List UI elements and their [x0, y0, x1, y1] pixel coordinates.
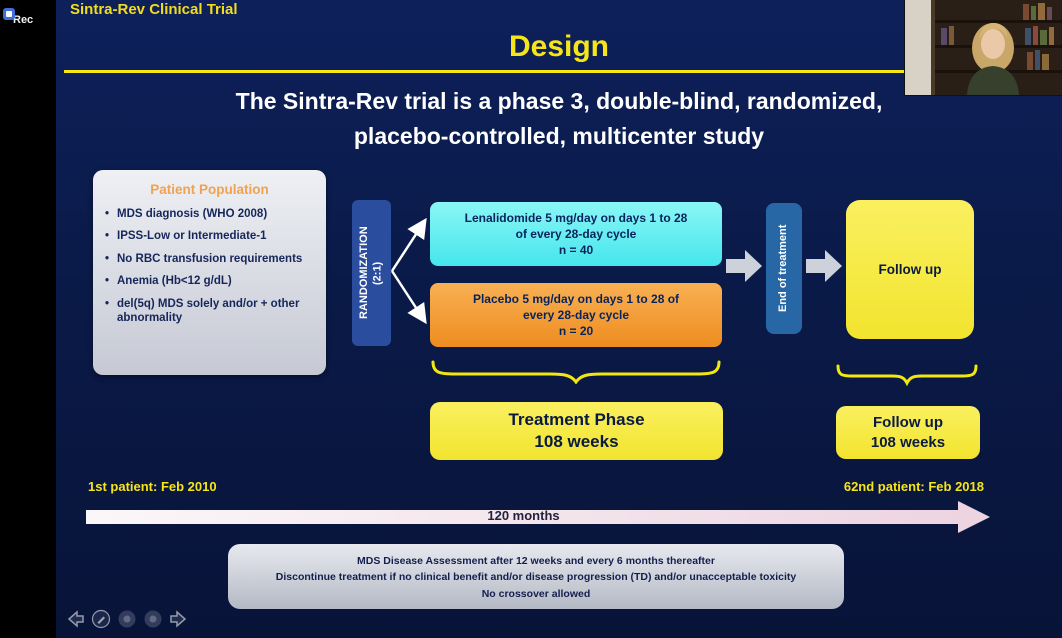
- footer-note: No crossover allowed: [481, 587, 591, 600]
- speaker-video-tile[interactable]: [904, 0, 1062, 96]
- list-item: Anemia (Hb<12 g/dL): [105, 274, 318, 289]
- end-of-treatment-box: End of treatment: [766, 203, 802, 334]
- pen-tool-icon[interactable]: [90, 608, 112, 630]
- right-arrow-icon: [806, 250, 842, 282]
- placebo-arm-box: Placebo 5 mg/day on days 1 to 28 of ever…: [430, 283, 722, 347]
- slide-subtitle: The Sintra-Rev trial is a phase 3, doubl…: [235, 88, 883, 149]
- speaker-video-placeholder: [905, 0, 1062, 95]
- lenalidomide-arm-box: Lenalidomide 5 mg/day on days 1 to 28 of…: [430, 202, 722, 266]
- footer-note: MDS Disease Assessment after 12 weeks an…: [357, 555, 715, 567]
- randomization-box: RANDOMIZATION (2:1): [352, 200, 391, 346]
- follow-up-box: Follow up: [846, 200, 974, 339]
- treatment-phase-box: Treatment Phase 108 weeks: [430, 402, 723, 460]
- branch-arrows: [390, 217, 427, 325]
- patient-population-title: Patient Population: [150, 182, 269, 197]
- follow-up-brace: [836, 364, 978, 386]
- recording-icon: [3, 8, 15, 20]
- footer-note: Discontinue treatment if no clinical ben…: [275, 571, 797, 584]
- recording-label: Rec: [13, 14, 34, 26]
- annotation-toolbar: [64, 608, 190, 630]
- footer-notes-panel: MDS Disease Assessment after 12 weeks an…: [228, 544, 844, 609]
- list-item: MDS diagnosis (WHO 2008): [105, 207, 318, 222]
- presentation-slide: Sintra-Rev Clinical Trial Design The Sin…: [56, 0, 1062, 638]
- timeline-start-label: 1st patient: Feb 2010: [88, 479, 217, 494]
- next-slide-icon[interactable]: [168, 608, 190, 630]
- recording-indicator[interactable]: Rec: [3, 8, 33, 26]
- timeline-duration-label: 120 months: [487, 508, 560, 523]
- follow-up-duration-box: Follow up 108 weeks: [836, 406, 980, 459]
- list-item: IPSS-Low or Intermediate-1: [105, 229, 318, 244]
- slide-title: Design: [508, 30, 610, 63]
- previous-slide-icon[interactable]: [64, 608, 86, 630]
- patient-population-list: MDS diagnosis (WHO 2008) IPSS-Low or Int…: [105, 207, 318, 326]
- treatment-phase-brace: [431, 360, 721, 384]
- title-underline: [64, 70, 1005, 73]
- list-item: No RBC transfusion requirements: [105, 252, 318, 267]
- slide-header: Sintra-Rev Clinical Trial: [70, 1, 238, 18]
- right-arrow-icon: [726, 250, 762, 282]
- timeline-end-label: 62nd patient: Feb 2018: [843, 479, 984, 494]
- patient-population-panel: Patient Population MDS diagnosis (WHO 20…: [93, 170, 326, 375]
- timeline-arrow: [86, 501, 990, 533]
- annotation-option-icon[interactable]: [116, 608, 138, 630]
- annotation-option-icon[interactable]: [142, 608, 164, 630]
- list-item: del(5q) MDS solely and/or + other abnorm…: [105, 297, 318, 326]
